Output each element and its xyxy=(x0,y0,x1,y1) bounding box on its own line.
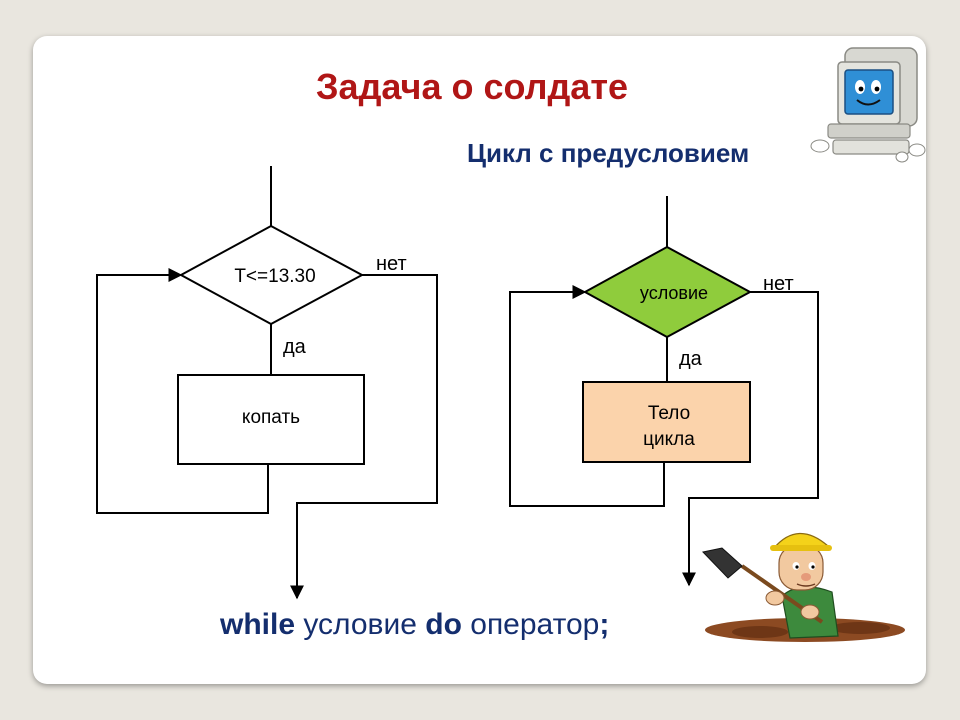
left-action-box xyxy=(177,374,365,465)
right-loop-back-line xyxy=(509,285,665,507)
slide-card xyxy=(33,36,926,684)
right-body-text-2: цикла xyxy=(643,429,695,450)
left-action-text: копать xyxy=(242,407,300,428)
keyword-do: do xyxy=(425,608,462,641)
left-flowchart xyxy=(96,166,438,600)
code-semicolon: ; xyxy=(599,608,610,641)
code-operator: оператор xyxy=(461,608,600,641)
slide-subtitle: Цикл с предусловием xyxy=(467,138,750,168)
left-yes-label: да xyxy=(283,336,307,358)
left-condition-text: T<=13.30 xyxy=(234,266,315,287)
code-condition: условие xyxy=(295,608,426,641)
left-loop-back-line xyxy=(96,268,269,514)
right-no-label: нет xyxy=(763,273,794,295)
digger-illustration xyxy=(702,532,905,642)
right-yes-label: да xyxy=(679,348,703,370)
right-condition-text: условие xyxy=(640,283,708,303)
right-flowchart xyxy=(509,196,819,587)
code-line: while условие do оператор; xyxy=(220,608,609,642)
slide-title: Задача о солдате xyxy=(316,66,628,107)
keyword-while: while xyxy=(220,608,296,641)
left-no-label: нет xyxy=(376,253,407,275)
right-exit-line xyxy=(682,291,819,587)
left-exit-line xyxy=(290,274,438,600)
computer-mascot-icon xyxy=(810,47,926,163)
right-body-box xyxy=(582,381,751,463)
right-body-text-1: Тело xyxy=(648,403,690,424)
